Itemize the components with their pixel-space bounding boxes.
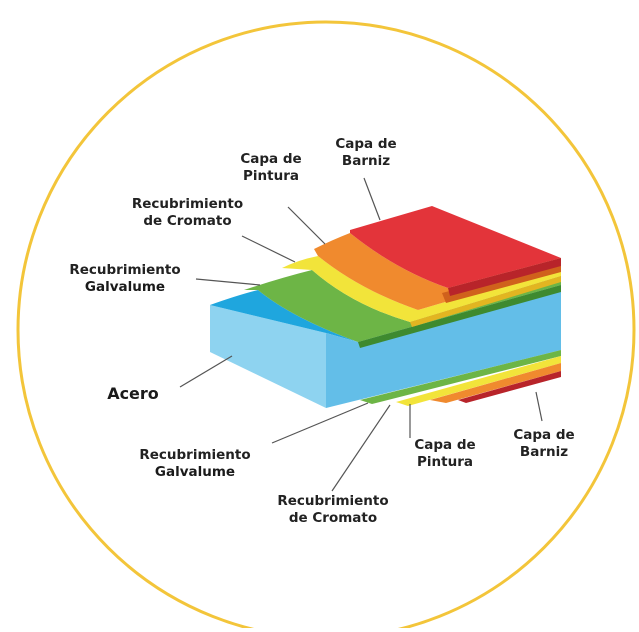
ring-border	[16, 20, 636, 632]
leader-bottom-chromate	[331, 404, 391, 492]
chromate-bottom-layer	[396, 356, 561, 406]
galvalume-bottom-layer	[360, 350, 561, 404]
label-steel: Acero	[107, 384, 159, 403]
label-bottom-paint: Capa de Pintura	[405, 437, 485, 471]
label-top-paint-line1: Capa de	[240, 151, 302, 167]
label-top-galvalume-line2: Galvalume	[60, 279, 190, 296]
label-bottom-chromate-line2: de Cromato	[288, 510, 378, 526]
leader-top-chromate	[241, 235, 296, 263]
label-top-paint: Capa de Pintura	[231, 151, 311, 185]
label-top-galvalume-line1: Recubrimiento	[69, 262, 181, 278]
steel-front-face	[210, 305, 326, 408]
varnish-top-edge	[448, 258, 561, 296]
chromate-top-edge	[410, 276, 561, 327]
leader-top-paint	[287, 206, 326, 245]
label-bottom-chromate: Recubrimiento de Cromato	[268, 493, 398, 527]
leader-top-galvalume	[195, 278, 261, 286]
label-bottom-paint-line1: Capa de	[414, 437, 476, 453]
label-top-varnish-line1: Capa de	[335, 136, 397, 152]
label-bottom-galvalume: Recubrimiento Galvalume	[130, 447, 260, 481]
label-bottom-chromate-line1: Recubrimiento	[277, 493, 389, 509]
label-bottom-galvalume-bold: Galvalume	[154, 464, 236, 480]
label-bottom-galvalume-line2: Galvalume	[130, 464, 260, 481]
leader-lines	[179, 177, 543, 492]
varnish-bottom-layer	[458, 371, 561, 403]
label-bottom-varnish-line2: Barniz	[519, 444, 569, 460]
label-top-galvalume-bold: Galvalume	[84, 279, 166, 295]
leader-steel	[179, 355, 233, 388]
paint-bottom-layer	[430, 363, 561, 403]
label-bottom-galvalume-line1: Recubrimiento	[139, 447, 251, 463]
galvalume-top-layer	[244, 270, 561, 342]
label-top-paint-line2: Pintura	[243, 168, 299, 184]
varnish-top-layer	[350, 206, 561, 288]
label-top-varnish-line2: Barniz	[341, 153, 391, 169]
label-bottom-varnish: Capa de Barniz	[504, 427, 584, 461]
chromate-top-layer	[282, 256, 561, 322]
label-bottom-varnish-line1: Capa de	[513, 427, 575, 443]
paint-top-layer	[314, 233, 561, 310]
galvalume-top-edge	[358, 285, 561, 348]
steel-top-face	[210, 290, 358, 342]
leader-bottom-galvalume	[271, 402, 369, 444]
steel-right-face	[326, 285, 561, 408]
leader-bottom-varnish	[535, 391, 543, 422]
label-top-galvalume: Recubrimiento Galvalume	[60, 262, 190, 296]
label-bottom-paint-line2: Pintura	[417, 454, 473, 470]
label-top-chromate: Recubrimiento de Cromato	[125, 196, 250, 230]
leader-top-varnish	[363, 177, 381, 221]
label-top-chromate-line2: de Cromato	[143, 213, 232, 229]
label-top-chromate-line1: Recubrimiento	[131, 196, 244, 212]
label-top-varnish: Capa de Barniz	[326, 136, 406, 170]
